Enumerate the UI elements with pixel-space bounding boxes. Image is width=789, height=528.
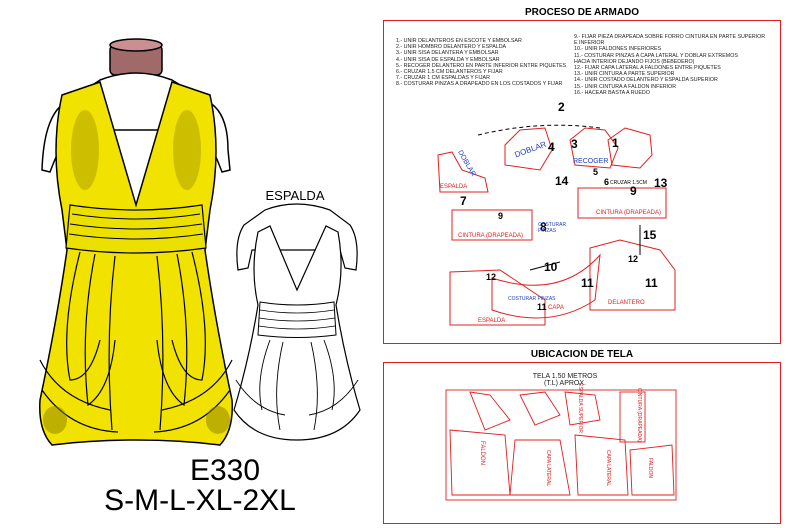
step-item: 16.- HACEAR BASTA A RUEDO xyxy=(574,89,650,96)
piece-label: ESPALDA xyxy=(440,184,468,190)
step-number: 12 xyxy=(486,272,497,282)
step-item: 6.- CRUZAR 1.5 CM DELANTEROS Y FIJAR xyxy=(396,69,503,76)
step-number: 13 xyxy=(654,176,668,190)
step-number: 8 xyxy=(540,220,547,234)
step-number: 6 xyxy=(604,177,610,187)
step-number: 5 xyxy=(593,167,599,177)
fabric-amount-line1: TELA 1.50 METROS xyxy=(532,373,598,380)
step-item: 14.- UNIR COSTADO DELANTERO Y ESPALDA SU… xyxy=(574,77,718,84)
step-item: 1.- UNIR DELANTEROS EN ESCOTE Y EMBOLSAR xyxy=(396,38,522,44)
piece-label: CINTURA (DRAPEADA) xyxy=(458,233,524,239)
piece-label: CAPA xyxy=(548,305,564,311)
step-number: 14 xyxy=(555,174,569,188)
back-view-title: ESPALDA xyxy=(265,188,325,203)
step-number: 4 xyxy=(548,140,555,154)
step-item: 11.- COSTURAR PINZAS A CAPA LATERAL Y DO… xyxy=(574,52,738,59)
step-item: 3.- UNIR SISA DELANTERA Y EMBOLSAR xyxy=(396,50,499,57)
piece-label: CRUZAR 1.5CM xyxy=(610,180,647,186)
fabric-layout-diagram xyxy=(445,389,677,501)
step-number: 7 xyxy=(460,194,467,208)
step-item: E INFERIOR xyxy=(574,40,605,47)
step-number: 12 xyxy=(628,254,639,264)
assembly-diagram xyxy=(437,124,676,326)
front-dress xyxy=(39,81,233,446)
fabric-amount-line2: (T.L) APROX. xyxy=(543,380,586,387)
layout-piece-label: CINTURA (DRAPEADA) xyxy=(636,387,643,443)
step-item: 4.- UNIR SISA DE ESPALDA Y EMBOLSAR xyxy=(396,56,500,63)
step-number: 11 xyxy=(537,302,547,312)
step-item: HACIA INTERIOR DEJANDO FIJOS (BEBEDERO) xyxy=(574,58,695,65)
step-number: 1 xyxy=(612,136,619,150)
assembly-steps-left: 1.- UNIR DELANTEROS EN ESCOTE Y EMBOLSAR… xyxy=(396,38,566,88)
step-number: 10 xyxy=(544,260,558,274)
step-number: 15 xyxy=(643,228,657,242)
model-code: E330 xyxy=(189,454,261,487)
piece-label: ESPALDA xyxy=(478,318,506,324)
step-item: 15.- UNIR CINTURA A FALDON INFERIOR xyxy=(574,83,677,90)
piece-label: DELANTERO xyxy=(608,300,645,306)
layout-piece-label: FALDON xyxy=(479,440,486,466)
assembly-panel: PROCESO DE ARMADO 1.- UNIR DELANTEROS EN… xyxy=(383,7,781,344)
assembly-steps-right: 9.- FIJAR PIEZA DRAPEADA SOBRE FORRO CIN… xyxy=(574,34,765,96)
step-item: 13.- UNIR CINTURA A PARTE SUPERIOR xyxy=(574,71,675,78)
fabric-layout-panel: UBICACION DE TELA xyxy=(383,349,781,524)
step-item: 2.- UNIR HOMBRO DELANTERO Y ESPALDA xyxy=(396,44,507,51)
piece-label: COSTURAR PINZAS xyxy=(538,222,567,234)
step-number: 2 xyxy=(558,100,565,114)
step-number: 3 xyxy=(571,137,578,151)
step-number: 9 xyxy=(498,211,504,221)
step-item: 5.- RECOGER DELANTERO EN PARTE INFERIOR … xyxy=(396,62,567,69)
back-illustration xyxy=(233,203,361,441)
piece-label: COSTURAR PINZAS xyxy=(508,296,556,302)
size-range: S-M-L-XL-2XL xyxy=(104,484,296,517)
layout-piece-label: CAPA LATERAL xyxy=(545,449,552,487)
step-item: 12.- FIJAR CAPA LATERAL A FALDONES ENTRE… xyxy=(574,65,721,72)
step-item: 10.- UNIR FALDONES INFERIORES xyxy=(574,46,662,53)
layout-piece-label: FALDON xyxy=(647,457,654,479)
layout-piece-label: ESPALDA SUPERIOR xyxy=(576,383,583,433)
step-item: 9.- FIJAR PIEZA DRAPEADA SOBRE FORRO CIN… xyxy=(574,34,766,40)
piece-label: CINTURA (DRAPEADA) xyxy=(596,210,662,216)
layout-piece-label: CAPA LATERAL xyxy=(605,449,612,487)
piece-label: RECOGER xyxy=(573,158,609,165)
fabric-amount: TELA 1.50 METROS (T.L) APROX. xyxy=(510,373,620,387)
step-item: 8.- COSTURAR PINZAS A DRAPEADO EN LOS CO… xyxy=(396,81,563,88)
fabric-layout-title: UBICACION DE TELA xyxy=(530,349,634,360)
assembly-title: PROCESO DE ARMADO xyxy=(524,7,640,18)
mannequin-stand xyxy=(109,38,163,76)
step-number: 9 xyxy=(630,184,637,198)
step-number: 11 xyxy=(645,276,658,290)
step-item: 7.- CRUZAR 1 CM ESPALDAS Y FIJAR xyxy=(396,75,490,82)
step-number: 11 xyxy=(581,276,594,290)
